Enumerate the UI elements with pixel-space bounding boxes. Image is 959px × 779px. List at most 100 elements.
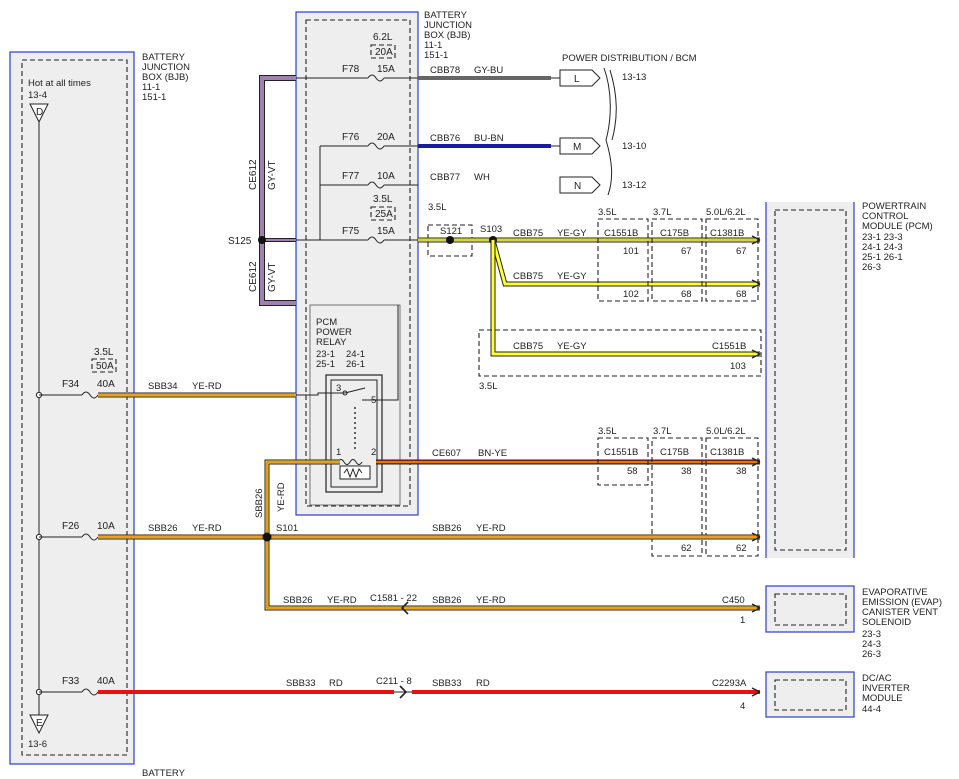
sbb26-right-circuit: SBB26 xyxy=(432,523,462,534)
f34-alt-box xyxy=(91,358,117,373)
evap-pin: 1 xyxy=(740,615,745,626)
pcm-35l-pin: 103 xyxy=(730,361,746,372)
pcm-ref-4: 26-3 xyxy=(862,262,881,273)
sbb33-left-circuit: SBB33 xyxy=(286,678,316,689)
s101-label: S101 xyxy=(276,523,298,534)
bjb-left-bottom-name-1: BATTERY xyxy=(142,768,186,779)
connector-m-flag xyxy=(559,137,601,155)
f34-id: F34 xyxy=(62,379,80,390)
bjb-mid-ref-1: 11-1 xyxy=(424,40,442,51)
inverter-name-3: MODULE xyxy=(862,693,903,704)
cbb75-branch2 xyxy=(491,239,760,286)
cbb75-branch3 xyxy=(491,240,760,356)
arrow-cbb75-mid xyxy=(751,279,761,289)
pcm-35l-engine: 3.5L xyxy=(479,381,498,392)
pcm-module: POWERTRAIN CONTROL MODULE (PCM) 23-1 23-… xyxy=(765,201,933,558)
f34-alt-amps: 50A xyxy=(96,361,114,372)
sbb26-down-tracer xyxy=(266,537,760,609)
g2-row2-pin-2: 62 xyxy=(736,543,747,554)
f34-amps: 40A xyxy=(97,379,115,390)
evap-ref-3: 26-3 xyxy=(862,649,881,660)
fuse-f78: F78 15A 6.2L 20A xyxy=(342,32,418,82)
f78-amps: 15A xyxy=(377,64,395,75)
cbb75-mid-circuit: CBB75 xyxy=(513,271,543,282)
relay-name-3: RELAY xyxy=(316,337,347,348)
connector-e-label: E xyxy=(36,718,43,729)
cbb75-mid-color: YE-GY xyxy=(557,271,587,282)
g2-conn-1: C1551B xyxy=(604,447,638,458)
hot-at-all-times-label: Hot at all times xyxy=(28,78,91,89)
evap-name-2: EMISSION (EVAP) xyxy=(862,597,942,608)
sbb26-circuit: S101 SBB26 YE-RD SBB26 YE-RD SBB26 YE-RD… xyxy=(98,459,760,626)
cbb75-top-circuit: CBB75 xyxy=(513,228,543,239)
g2-engine-2: 3.7L xyxy=(653,426,672,437)
f75-amps: 15A xyxy=(377,226,395,237)
bjb-left-border xyxy=(9,51,135,765)
ce612-bottom-color: GY-VT xyxy=(267,262,278,292)
c1551b-box-2 xyxy=(597,437,649,486)
inverter-inner-boundary xyxy=(774,679,847,711)
relay-body-inner xyxy=(330,379,378,488)
g1-row2-pin-2: 68 xyxy=(681,289,692,300)
bjb-left-ref-top: 13-4 xyxy=(28,90,47,101)
s125-splice-dot xyxy=(258,236,266,244)
relay-ref-3: 25-1 xyxy=(316,359,335,370)
f78-fuse-symbol xyxy=(367,74,385,82)
c211-label: C211 - 8 xyxy=(376,676,412,687)
relay-pin1: 1 xyxy=(336,447,341,458)
pcm-connector-group-1: 3.5L 3.7L 5.0L/6.2L C1551B C175B C1381B … xyxy=(597,207,759,302)
evap-module: EVAPORATIVE EMISSION (EVAP) CANISTER VEN… xyxy=(765,585,942,660)
f77-amps: 10A xyxy=(377,171,395,182)
g2-engine-1: 3.5L xyxy=(598,426,617,437)
g1-engine-2: 3.7L xyxy=(653,207,672,218)
evap-name-4: SOLENOID xyxy=(862,617,911,628)
g1-row1-pin-3: 67 xyxy=(736,246,747,257)
pcm-ref-2: 24-1 24-3 xyxy=(862,242,903,253)
pcm-35l-option-box xyxy=(478,329,762,377)
relay-name-2: POWER xyxy=(316,327,352,338)
bjb-left-background xyxy=(10,52,134,764)
ce607-circuit: CE607 BN-YE xyxy=(376,448,760,465)
f75-id: F75 xyxy=(342,226,360,237)
g2-row1-pin-3: 38 xyxy=(736,466,747,477)
bjb-mid-ref-2: 151-1 xyxy=(424,50,448,61)
arrow-cbb75-low xyxy=(751,349,761,359)
bjb-left-name-3: BOX (BJB) xyxy=(142,72,188,83)
cbb75-top-color: YE-GY xyxy=(557,228,587,239)
inverter-pin: 4 xyxy=(740,701,745,712)
sbb33-left-color: RD xyxy=(329,678,343,689)
g1-engine-1: 3.5L xyxy=(598,207,617,218)
f34-engine: 3.5L xyxy=(94,347,114,358)
power-distribution: POWER DISTRIBUTION / BCM CBB78 GY-BU CBB… xyxy=(418,53,697,196)
sbb33-right-circuit: SBB33 xyxy=(432,678,462,689)
fuse-f34: F34 40A 3.5L 50A xyxy=(35,347,117,399)
pcm-ref-3: 25-1 26-1 xyxy=(862,252,903,263)
arrow-sbb26 xyxy=(751,532,761,542)
ce612-top-circuit: CE612 xyxy=(248,159,259,190)
f34-fuse-symbol xyxy=(81,391,99,399)
bjb-left-name-2: JUNCTION xyxy=(142,62,190,73)
cbb75-low-circuit: CBB75 xyxy=(513,341,543,352)
cbb78-circuit: CBB78 xyxy=(430,65,460,76)
evap-name-1: EVAPORATIVE xyxy=(862,587,928,598)
evap-connector: C450 xyxy=(722,595,745,606)
ce612-bottom-circuit: CE612 xyxy=(248,261,259,292)
g1-row1-pin-1: 101 xyxy=(623,246,639,257)
pcm-power-relay: PCM POWER RELAY 23-1 24-1 25-1 26-1 3 5 … xyxy=(309,304,401,506)
relay-name-1: PCM xyxy=(316,317,337,328)
power-dist-title: POWER DISTRIBUTION / BCM xyxy=(562,53,697,64)
sbb26-left-color: YE-RD xyxy=(192,523,222,534)
fuse-f77: F77 10A xyxy=(342,171,418,189)
evap-border xyxy=(765,585,855,633)
pcm-35l-connector: C1551B xyxy=(712,341,746,352)
bcm-brace xyxy=(603,67,613,196)
f77-fuse-symbol xyxy=(367,181,385,189)
f78-id: F78 xyxy=(342,64,360,75)
arrow-sbb26-evap xyxy=(751,603,761,613)
f26-amps: 10A xyxy=(97,521,115,532)
pcm-name-1: POWERTRAIN xyxy=(862,201,926,212)
s121-engine: 3.5L xyxy=(428,202,447,213)
bjb-mid-background xyxy=(296,12,418,515)
f75-alt-box xyxy=(370,206,396,221)
fuse-f33: F33 40A xyxy=(35,676,115,696)
